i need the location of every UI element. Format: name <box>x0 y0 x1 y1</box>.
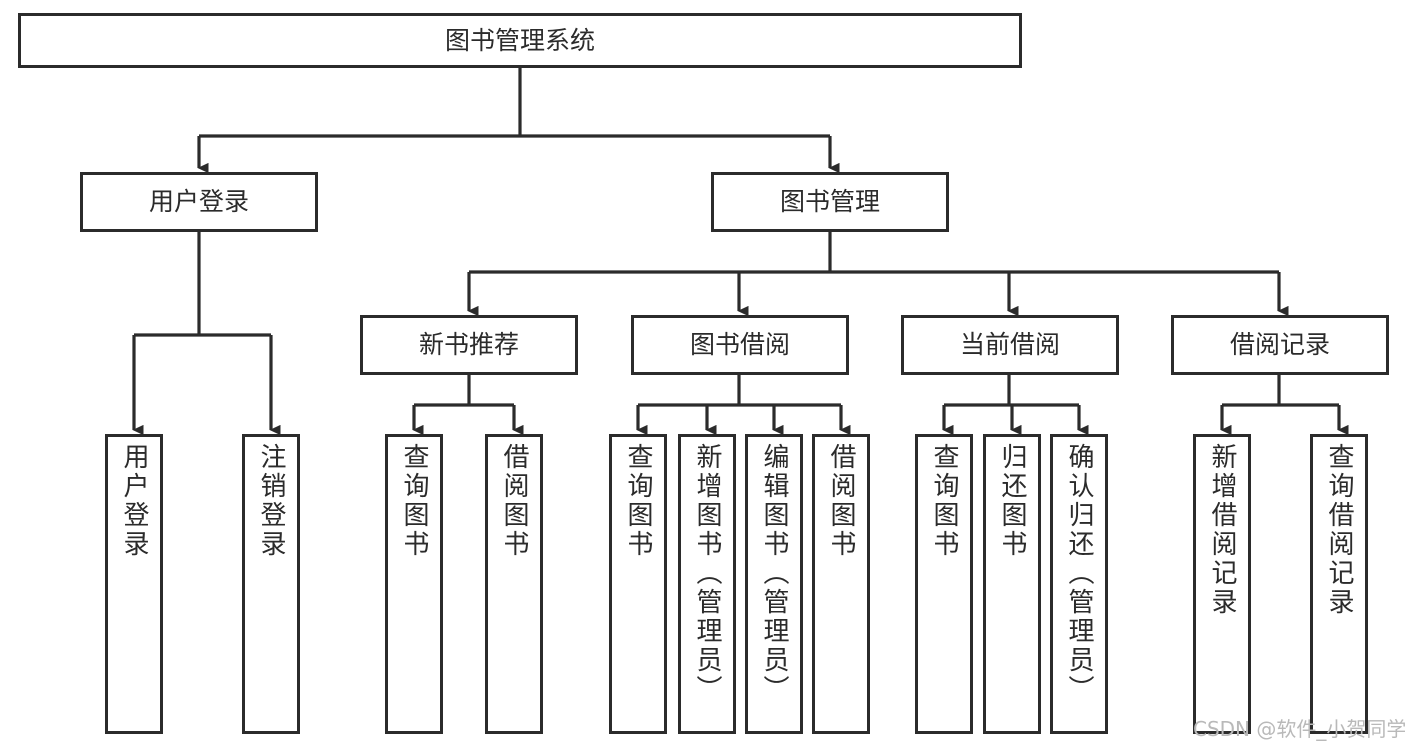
node-leaf-user-login[interactable]: 用户登录 <box>105 434 163 734</box>
node-root-system[interactable]: 图书管理系统 <box>18 13 1022 68</box>
node-leaf-user-logout[interactable]: 注销登录 <box>242 434 300 734</box>
node-book-borrow[interactable]: 图书借阅 <box>631 315 849 375</box>
node-leaf-borrow-book-1[interactable]: 借阅图书 <box>485 434 543 734</box>
node-leaf-query-book-1[interactable]: 查询图书 <box>385 434 443 734</box>
node-leaf-add-book[interactable]: 新增图书（管理员） <box>678 434 736 734</box>
node-leaf-return-book[interactable]: 归还图书 <box>983 434 1041 734</box>
node-book-management-label: 图书管理 <box>779 187 880 217</box>
node-leaf-edit-book-label: 编辑图书（管理员） <box>759 443 789 704</box>
csdn-watermark: CSDN @软件_小贺同学 <box>1193 717 1405 741</box>
node-root-system-label: 图书管理系统 <box>444 25 595 55</box>
node-leaf-query-record[interactable]: 查询借阅记录 <box>1310 434 1368 734</box>
node-leaf-borrow-book-2-label: 借阅图书 <box>826 443 856 559</box>
node-book-borrow-label: 图书借阅 <box>689 330 790 360</box>
node-leaf-query-book-3-label: 查询图书 <box>929 443 959 559</box>
node-current-borrow[interactable]: 当前借阅 <box>901 315 1119 375</box>
node-borrow-record-label: 借阅记录 <box>1229 330 1330 360</box>
node-leaf-user-logout-label: 注销登录 <box>256 443 286 559</box>
node-leaf-add-book-label: 新增图书（管理员） <box>692 443 722 704</box>
node-leaf-confirm-return-label: 确认归还（管理员） <box>1064 443 1094 704</box>
node-user-login[interactable]: 用户登录 <box>80 172 318 232</box>
node-new-book-recommend[interactable]: 新书推荐 <box>360 315 578 375</box>
node-leaf-user-login-label: 用户登录 <box>119 443 149 559</box>
node-leaf-query-book-2-label: 查询图书 <box>623 443 653 559</box>
node-book-management[interactable]: 图书管理 <box>711 172 949 232</box>
node-leaf-edit-book[interactable]: 编辑图书（管理员） <box>745 434 803 734</box>
node-new-book-recommend-label: 新书推荐 <box>418 330 519 360</box>
node-leaf-query-book-2[interactable]: 查询图书 <box>609 434 667 734</box>
node-leaf-add-record-label: 新增借阅记录 <box>1207 443 1237 617</box>
node-leaf-add-record[interactable]: 新增借阅记录 <box>1193 434 1251 734</box>
node-leaf-return-book-label: 归还图书 <box>997 443 1027 559</box>
node-current-borrow-label: 当前借阅 <box>959 330 1060 360</box>
node-user-login-label: 用户登录 <box>148 187 249 217</box>
node-leaf-query-book-1-label: 查询图书 <box>399 443 429 559</box>
node-leaf-query-book-3[interactable]: 查询图书 <box>915 434 973 734</box>
node-leaf-query-record-label: 查询借阅记录 <box>1324 443 1354 617</box>
node-leaf-borrow-book-1-label: 借阅图书 <box>499 443 529 559</box>
node-leaf-borrow-book-2[interactable]: 借阅图书 <box>812 434 870 734</box>
node-borrow-record[interactable]: 借阅记录 <box>1171 315 1389 375</box>
node-leaf-confirm-return[interactable]: 确认归还（管理员） <box>1050 434 1108 734</box>
